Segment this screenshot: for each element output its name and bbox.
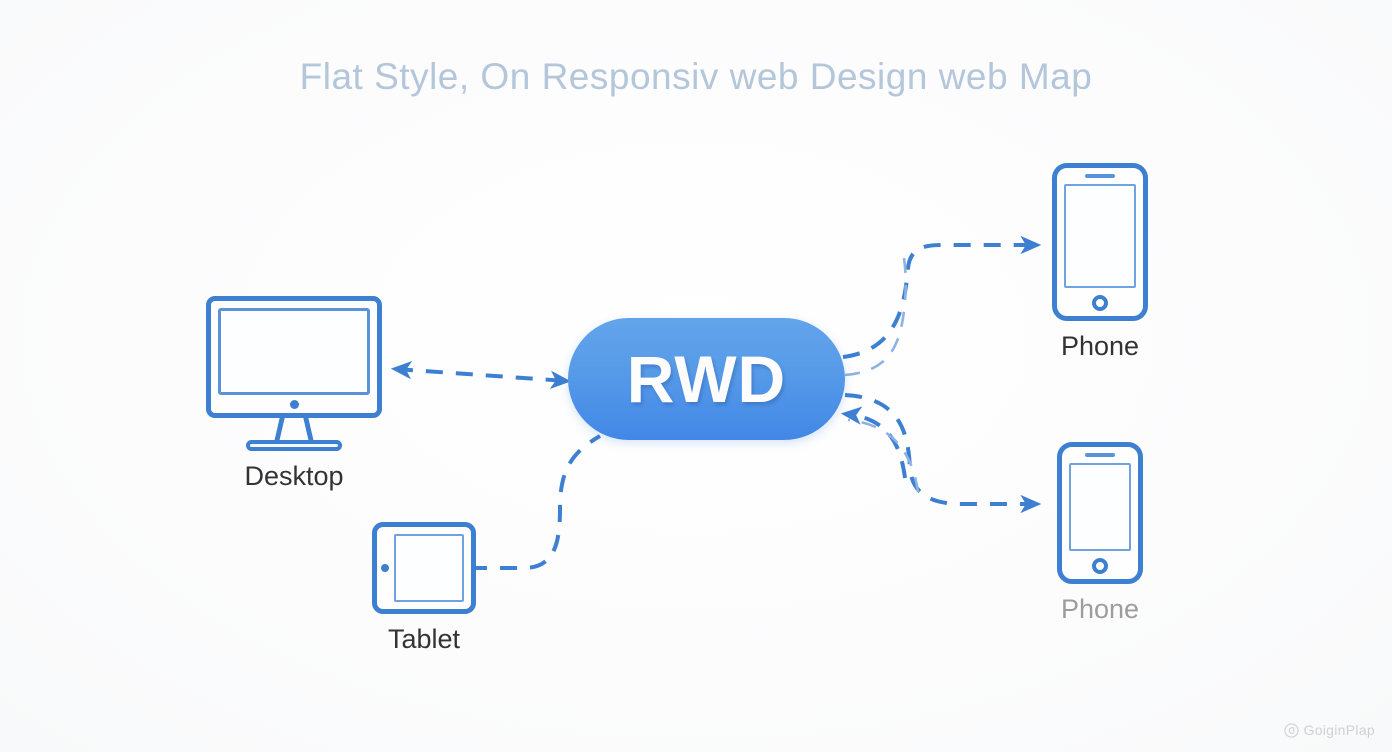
desktop-screen <box>218 308 370 395</box>
node-desktop-label: Desktop <box>244 461 344 491</box>
connector-tablet-rwd <box>470 434 601 570</box>
node-phone-top-label: Phone <box>1060 331 1140 361</box>
connector-rwd-phone-top-secondary <box>844 257 908 377</box>
tablet-icon <box>372 522 476 614</box>
connector-rwd-phone-bottom <box>844 393 1042 514</box>
phone-home-button <box>1092 295 1108 311</box>
smartphone-icon <box>1057 442 1143 584</box>
desktop-stand-base <box>246 440 342 451</box>
node-desktop[interactable]: Desktop <box>186 296 402 492</box>
phone-screen <box>1064 184 1136 288</box>
tablet-screen <box>394 534 464 602</box>
connector-rwd-phone-top <box>842 235 1042 359</box>
phone-screen <box>1069 463 1131 551</box>
desktop-power-dot <box>289 400 299 409</box>
watermark: GoiginPlap <box>1283 722 1376 738</box>
desktop-monitor-icon <box>186 296 402 451</box>
smartphone-icon <box>1052 163 1148 321</box>
phone-speaker-slot <box>1085 174 1115 178</box>
connector-desktop-rwd <box>390 360 572 390</box>
watermark-badge-icon <box>1283 722 1299 738</box>
connector-phone-bottom-rwd <box>840 406 907 479</box>
connector-phone-bottom-rwd-secondary <box>847 418 920 493</box>
node-phone-bottom-label: Phone <box>1060 594 1140 624</box>
node-phone-bottom[interactable]: Phone <box>1042 442 1158 625</box>
phone-home-button <box>1092 558 1108 574</box>
rwd-center-node[interactable]: RWD <box>568 318 845 440</box>
phone-speaker-slot <box>1085 453 1115 457</box>
page-title: Flat Style, On Responsiv web Design web … <box>299 56 1093 97</box>
rwd-label: RWD <box>626 342 787 416</box>
node-tablet[interactable]: Tablet <box>362 522 486 655</box>
node-tablet-label: Tablet <box>387 624 461 654</box>
desktop-stand-neck <box>257 418 331 440</box>
node-phone-top[interactable]: Phone <box>1042 163 1158 362</box>
watermark-text: GoiginPlap <box>1303 722 1375 738</box>
tablet-home-button <box>381 564 389 572</box>
